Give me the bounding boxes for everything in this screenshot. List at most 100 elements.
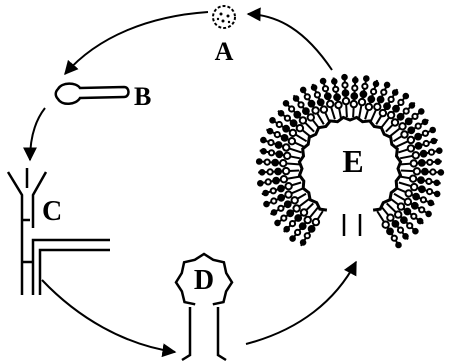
spore-bead bbox=[392, 119, 398, 125]
spore-bead bbox=[418, 219, 423, 224]
spore-bead bbox=[278, 195, 284, 201]
arrow-c-to-d bbox=[42, 280, 175, 352]
spore-bead bbox=[429, 150, 434, 155]
spore-bead bbox=[368, 96, 374, 102]
spore-bead bbox=[359, 99, 365, 105]
spore-bead bbox=[298, 102, 303, 107]
spore-bead bbox=[280, 160, 286, 166]
spore-bead bbox=[285, 201, 291, 207]
spore-bead bbox=[387, 229, 393, 235]
spore-bead bbox=[427, 160, 432, 165]
spore-bead bbox=[295, 230, 300, 235]
spore-bead bbox=[408, 145, 414, 151]
spore-bead bbox=[343, 98, 349, 104]
spore-bead bbox=[437, 148, 442, 153]
hypha-c bbox=[8, 168, 110, 295]
spore-bead bbox=[405, 209, 411, 215]
spore-bead bbox=[342, 83, 347, 88]
arrow-a-to-b bbox=[65, 12, 208, 74]
spore-bead bbox=[270, 118, 275, 123]
arrow-d-to-e bbox=[246, 262, 356, 344]
spore-bead bbox=[405, 199, 411, 205]
spore-bead bbox=[318, 99, 324, 105]
arrow-e-to-a bbox=[248, 14, 332, 70]
spore-bead bbox=[412, 114, 417, 119]
spore-bead bbox=[266, 179, 271, 184]
spore-bead bbox=[403, 234, 408, 239]
spore-bead bbox=[383, 222, 389, 228]
spore-bead bbox=[294, 112, 300, 118]
spore-bead bbox=[353, 78, 358, 83]
spore-bead bbox=[265, 160, 270, 165]
spore-bead bbox=[393, 221, 399, 227]
spore-bead bbox=[416, 124, 421, 129]
spore-bead bbox=[424, 141, 429, 146]
spore-bead bbox=[278, 206, 283, 211]
spore-bead bbox=[312, 85, 317, 90]
spore-bead bbox=[293, 205, 299, 211]
spore-bead bbox=[430, 128, 435, 133]
spore-bead bbox=[398, 114, 404, 120]
spore-bead bbox=[300, 223, 306, 229]
spore-bead bbox=[419, 186, 425, 192]
spore-bead bbox=[294, 96, 299, 101]
spore-bead bbox=[258, 181, 263, 186]
spore-bead bbox=[321, 106, 327, 112]
label-b: B bbox=[134, 82, 151, 111]
spore-bead bbox=[366, 104, 372, 110]
spore-bead bbox=[406, 190, 412, 196]
spore-bead bbox=[419, 160, 425, 166]
spore-bead bbox=[264, 202, 269, 207]
spore-bead bbox=[374, 104, 380, 110]
spore-bead bbox=[421, 151, 427, 157]
arrow-b-to-c bbox=[30, 108, 45, 160]
spore-bead bbox=[352, 86, 357, 91]
spore-bead bbox=[283, 126, 289, 132]
spore-bead bbox=[272, 210, 277, 215]
spore-bead bbox=[263, 191, 268, 196]
spore-bead bbox=[351, 93, 357, 99]
spore-bead bbox=[335, 102, 341, 108]
spore-bead bbox=[290, 221, 295, 226]
spore-bead bbox=[436, 159, 441, 164]
spore-bead bbox=[401, 131, 407, 137]
spore-bead bbox=[410, 176, 416, 182]
spore-bead bbox=[285, 116, 290, 121]
spore-bead bbox=[413, 194, 419, 200]
spore-bead bbox=[289, 106, 294, 111]
spore-bead bbox=[415, 134, 421, 140]
spore-bead bbox=[429, 201, 434, 206]
spore-bead bbox=[279, 111, 284, 116]
spore-bead bbox=[398, 203, 404, 209]
spore-bead bbox=[323, 86, 328, 91]
spore-bead bbox=[374, 82, 379, 87]
spore-bead bbox=[351, 101, 357, 107]
spore-bead bbox=[285, 191, 291, 197]
spore-bead bbox=[283, 168, 289, 174]
spore-bead bbox=[381, 90, 386, 95]
spore-bead bbox=[422, 169, 428, 175]
spore-bead bbox=[398, 228, 403, 233]
spore-bead bbox=[423, 131, 428, 136]
spore-bead bbox=[269, 150, 274, 155]
spore-bead bbox=[297, 125, 303, 131]
spore-bead bbox=[281, 216, 286, 221]
spore-bead bbox=[342, 75, 347, 80]
spore-bead bbox=[408, 137, 414, 143]
spore-bead bbox=[321, 79, 326, 84]
label-a: A bbox=[215, 37, 234, 66]
spore-bead bbox=[333, 87, 338, 92]
spore-bead bbox=[393, 106, 399, 112]
spore-bead bbox=[312, 107, 318, 113]
spore-bead bbox=[272, 160, 278, 166]
spore-bead bbox=[343, 90, 349, 96]
spore-bead bbox=[426, 179, 431, 184]
spore-bead bbox=[435, 181, 440, 186]
spore-bead bbox=[435, 192, 440, 197]
spore-bead bbox=[325, 93, 331, 99]
spore-bead bbox=[309, 226, 315, 232]
spore-bead bbox=[278, 186, 284, 192]
spore-bead bbox=[426, 212, 431, 217]
spore-bead bbox=[404, 109, 409, 114]
spore-bead bbox=[334, 94, 340, 100]
